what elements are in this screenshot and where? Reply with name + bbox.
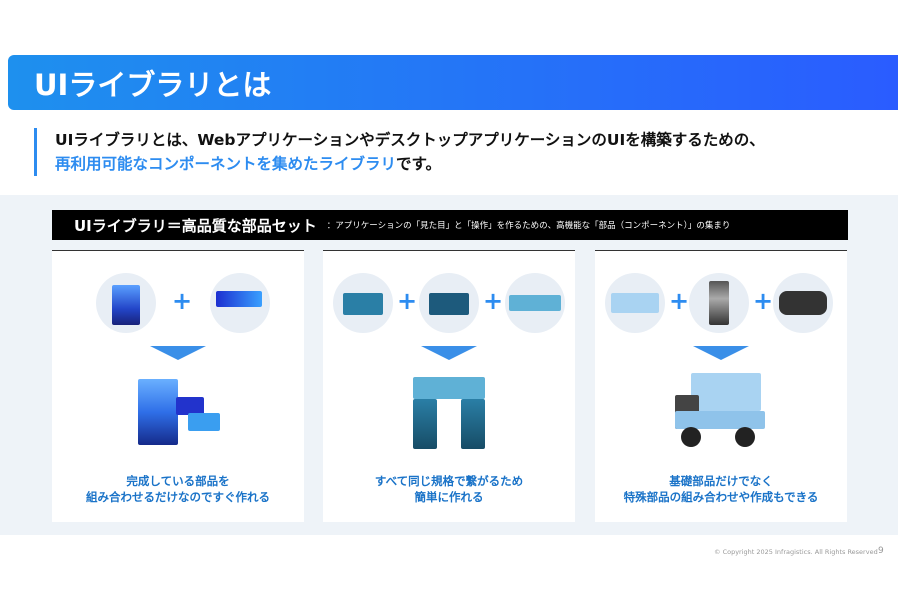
plus-icon: +	[669, 287, 690, 315]
block-long-icon	[505, 273, 565, 333]
intro-line1: UIライブラリとは、Webアプリケーションやデスクトップアプリケーションの	[55, 131, 607, 149]
card-caption: すべて同じ規格で繋がるため簡単に作れる	[374, 474, 524, 504]
card-standard: + + すべて同じ規格で繋がるため簡単に作れる	[323, 250, 575, 522]
plus-icon: +	[483, 287, 504, 315]
section-header: UIライブラリ＝高品質な部品セット ：アプリケーションの「見た目」と「操作」を作る…	[52, 210, 848, 240]
combined-blocks-image	[128, 371, 228, 451]
block-icon	[419, 273, 479, 333]
card-caption: 完成している部品を組み合わせるだけなのですぐ作れる	[86, 474, 270, 504]
section-subtitle: ：アプリケーションの「見た目」と「操作」を作るための、高機能な「部品（コンポーネ…	[326, 221, 731, 231]
block-stack-icon	[96, 273, 156, 333]
cabin-block-icon	[689, 273, 749, 333]
plus-icon: +	[172, 287, 193, 315]
light-blocks-icon	[605, 273, 665, 333]
truck-blocks-image	[671, 371, 771, 451]
arrow-down-icon	[150, 346, 206, 360]
copyright: © Copyright 2025 Infragistics. All Right…	[714, 548, 878, 556]
wheels-icon	[773, 273, 833, 333]
arrow-down-icon	[421, 346, 477, 360]
card-caption: 基礎部品だけでなく特殊部品の組み合わせや作成もできる	[623, 474, 819, 504]
section-title: UIライブラリ＝高品質な部品セット	[74, 216, 317, 235]
plus-icon: +	[753, 287, 774, 315]
title-bar: UIライブラリとは	[8, 55, 898, 110]
intro-line2: です。	[396, 155, 441, 173]
card-ready-made: + 完成している部品を組み合わせるだけなのですぐ作れる	[52, 250, 304, 522]
block-flat-icon	[210, 273, 270, 333]
arrow-down-icon	[693, 346, 749, 360]
intro-highlight: 再利用可能なコンポーネントを集めたライブラリ	[55, 155, 397, 173]
card-special: + + 基礎部品だけでなく特殊部品の組み合わせや作成もできる	[595, 250, 847, 522]
page-number: 9	[878, 546, 884, 556]
page-title: UIライブラリとは	[34, 67, 272, 102]
intro-line1b: UIを構築するための、	[606, 131, 765, 149]
arch-blocks-image	[399, 371, 499, 451]
intro-text: UIライブラリとは、WebアプリケーションやデスクトップアプリケーションのUIを…	[34, 128, 765, 176]
plus-icon: +	[397, 287, 418, 315]
block-icon	[333, 273, 393, 333]
